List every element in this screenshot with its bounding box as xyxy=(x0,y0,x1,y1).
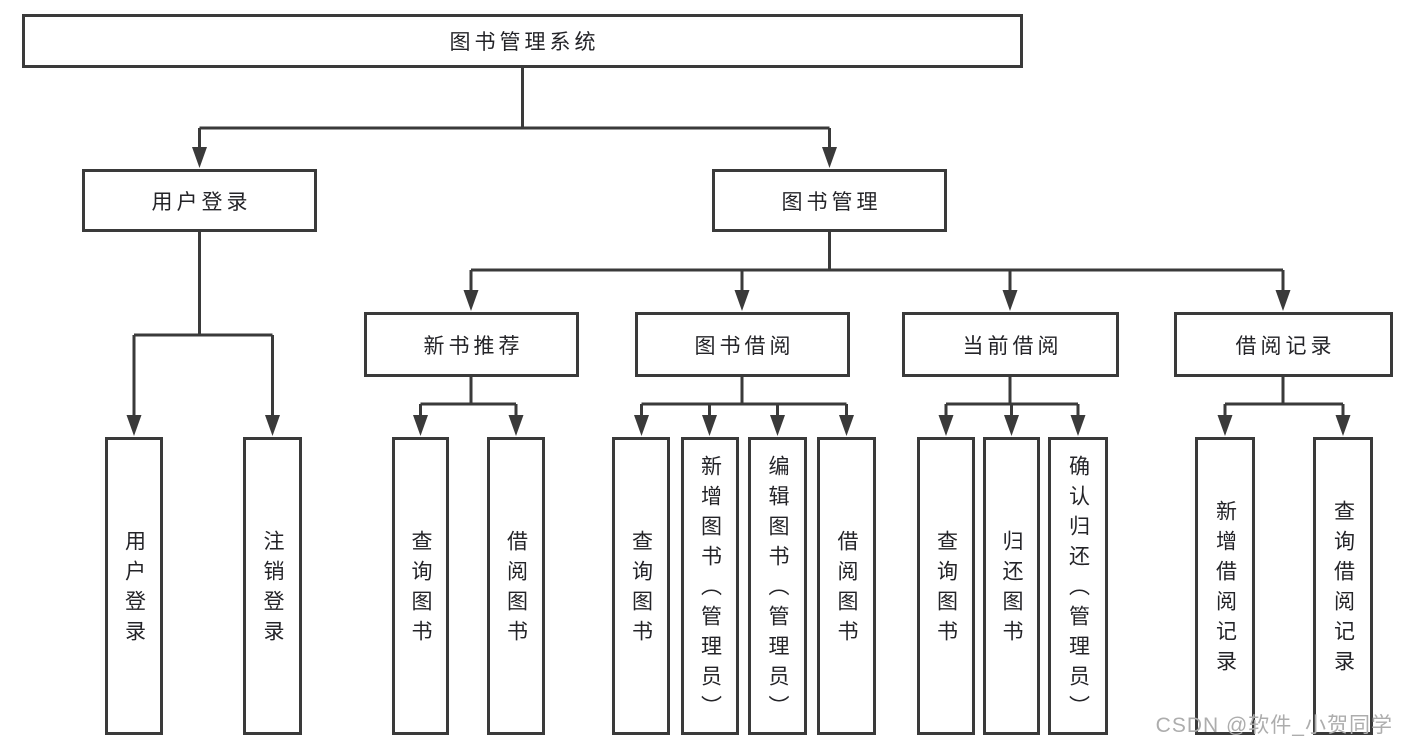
leaf-return-book: 归还图书 xyxy=(983,437,1040,735)
leaf-query-borrow-record: 查询借阅记录 xyxy=(1313,437,1373,735)
leaf-query-books-borrow: 查询图书 xyxy=(612,437,670,735)
node-book-management-label: 图书管理 xyxy=(781,190,882,214)
node-borrowing-records-label: 借阅记录 xyxy=(1235,334,1336,358)
leaf-logout: 注销登录 xyxy=(243,437,302,735)
node-book-borrowing-label: 图书借阅 xyxy=(694,334,795,358)
node-user-login-label: 用户登录 xyxy=(151,190,252,214)
leaf-confirm-return-admin: 确认归还（管理员） xyxy=(1048,437,1108,735)
leaf-add-book-admin: 新增图书（管理员） xyxy=(681,437,739,735)
node-current-borrowing-label: 当前借阅 xyxy=(962,334,1063,358)
leaf-query-books-borrow-label: 查询图书 xyxy=(629,530,653,650)
leaf-query-books-recommend-label: 查询图书 xyxy=(409,530,433,650)
leaf-add-borrow-record: 新增借阅记录 xyxy=(1195,437,1255,735)
leaf-borrow-books-2: 借阅图书 xyxy=(817,437,876,735)
leaf-borrow-books-recommend: 借阅图书 xyxy=(487,437,545,735)
leaf-add-borrow-record-label: 新增借阅记录 xyxy=(1213,500,1237,680)
watermark: CSDN @软件_小贺同学 xyxy=(1155,714,1393,737)
leaf-borrow-books-recommend-label: 借阅图书 xyxy=(504,530,528,650)
leaf-edit-book-admin: 编辑图书（管理员） xyxy=(748,437,807,735)
node-current-borrowing: 当前借阅 xyxy=(902,312,1119,377)
node-root-label: 图书管理系统 xyxy=(449,31,600,54)
leaf-add-book-admin-label: 新增图书（管理员） xyxy=(698,455,722,725)
leaf-logout-label: 注销登录 xyxy=(261,530,285,650)
leaf-user-login-label: 用户登录 xyxy=(122,530,146,650)
leaf-user-login: 用户登录 xyxy=(105,437,163,735)
node-book-borrowing: 图书借阅 xyxy=(635,312,850,377)
leaf-borrow-books-2-label: 借阅图书 xyxy=(835,530,859,650)
leaf-query-books-current: 查询图书 xyxy=(917,437,975,735)
leaf-query-books-recommend: 查询图书 xyxy=(392,437,449,735)
leaf-edit-book-admin-label: 编辑图书（管理员） xyxy=(766,455,790,725)
leaf-confirm-return-admin-label: 确认归还（管理员） xyxy=(1066,455,1090,725)
leaf-query-books-current-label: 查询图书 xyxy=(934,530,958,650)
node-borrowing-records: 借阅记录 xyxy=(1174,312,1393,377)
node-root: 图书管理系统 xyxy=(22,14,1023,68)
node-user-login: 用户登录 xyxy=(82,169,317,232)
node-new-book-recommend: 新书推荐 xyxy=(364,312,579,377)
leaf-return-book-label: 归还图书 xyxy=(1000,530,1024,650)
node-new-book-recommend-label: 新书推荐 xyxy=(423,334,524,358)
leaf-query-borrow-record-label: 查询借阅记录 xyxy=(1331,500,1355,680)
node-book-management: 图书管理 xyxy=(712,169,947,232)
